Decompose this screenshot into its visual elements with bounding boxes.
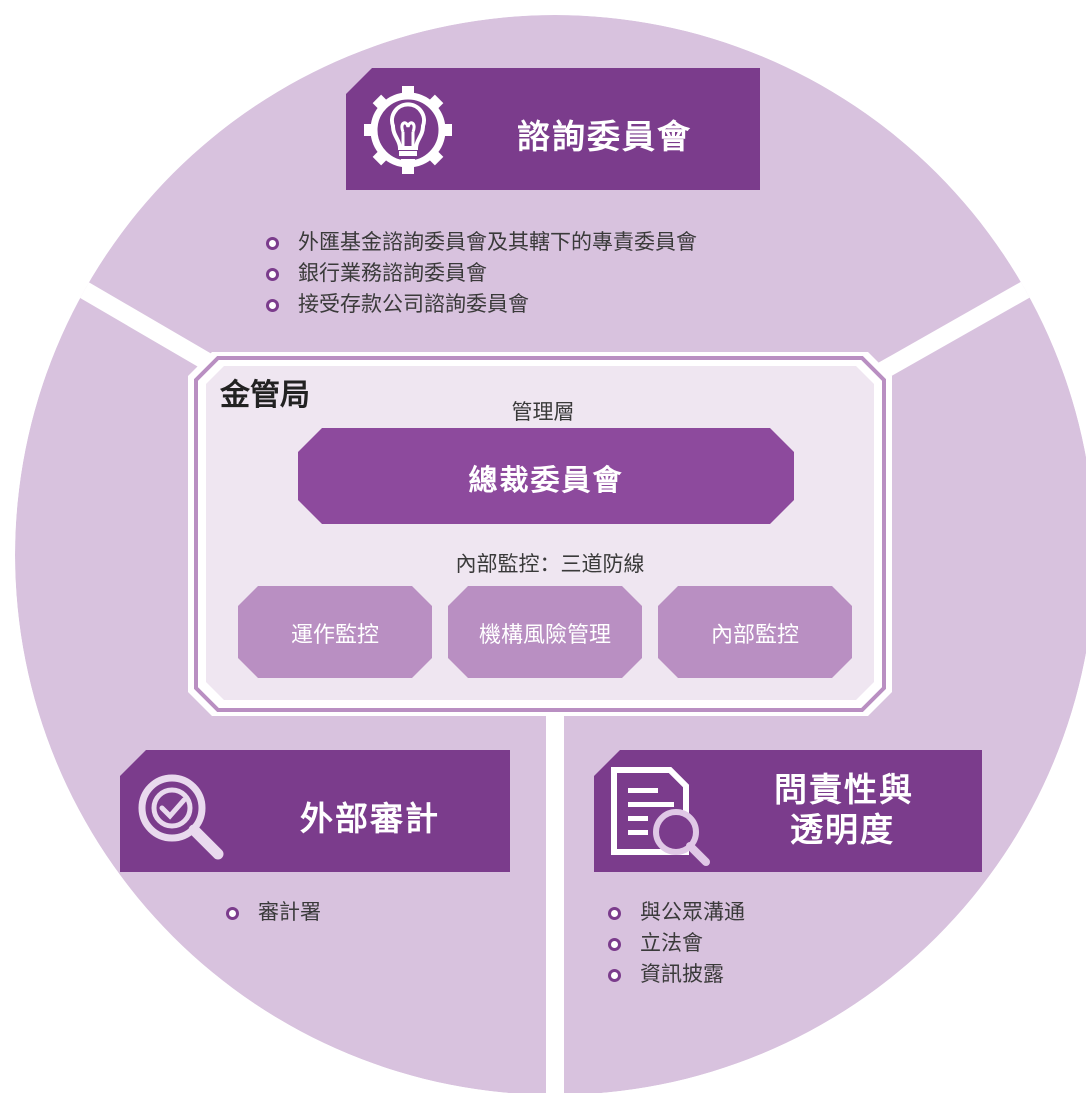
advisory-list: 外匯基金諮詢委員會及其轄下的專責委員會 銀行業務諮詢委員會 接受存款公司諮詢委員… [262, 227, 697, 320]
bullet-icon [226, 907, 239, 920]
org-title: 金管局 [220, 378, 310, 413]
bullet-icon [266, 237, 279, 250]
list-item: 外匯基金諮詢委員會及其轄下的專責委員會 [262, 227, 697, 258]
executive-box [298, 428, 794, 524]
document-search-icon [611, 767, 710, 866]
audit-title: 外部審計 [300, 799, 440, 838]
sub-box-2-shape [448, 586, 642, 678]
list-item: 與公眾溝通 [604, 897, 745, 928]
audit-list: 審計署 [222, 897, 321, 928]
audit-header-shape [120, 750, 510, 872]
bullet-icon [608, 938, 621, 951]
magnifier-check-icon [138, 774, 224, 860]
advisory-title: 諮詢委員會 [517, 117, 692, 156]
bullet-icon [608, 969, 621, 982]
sub-box-1-label: 運作監控 [290, 623, 379, 648]
bullet-icon [608, 907, 621, 920]
bullet-icon [266, 299, 279, 312]
list-item: 資訊披露 [604, 959, 745, 990]
bullet-icon [266, 268, 279, 281]
center-panel-border [194, 356, 886, 712]
advisory-header-shape [346, 68, 760, 190]
accountability-list: 與公眾溝通 立法會 資訊披露 [604, 897, 745, 990]
executive-committee-label: 總裁委員會 [468, 463, 624, 497]
sub-box-3-label: 內部監控 [710, 623, 799, 648]
management-label: 管理層 [511, 400, 575, 424]
accountability-title-line2: 透明度 [790, 810, 895, 849]
sub-box-1-shape [238, 586, 432, 678]
lightbulb-gear-icon [364, 86, 452, 174]
sub-box-2-label: 機構風險管理 [478, 623, 611, 648]
accountability-title-line1: 問責性與 [774, 770, 914, 809]
list-item: 審計署 [222, 897, 321, 928]
list-item: 立法會 [604, 928, 745, 959]
sub-box-3-shape [658, 586, 852, 678]
internal-control-label: 內部監控：三道防線 [455, 552, 645, 576]
list-item: 接受存款公司諮詢委員會 [262, 289, 697, 320]
list-item: 銀行業務諮詢委員會 [262, 258, 697, 289]
